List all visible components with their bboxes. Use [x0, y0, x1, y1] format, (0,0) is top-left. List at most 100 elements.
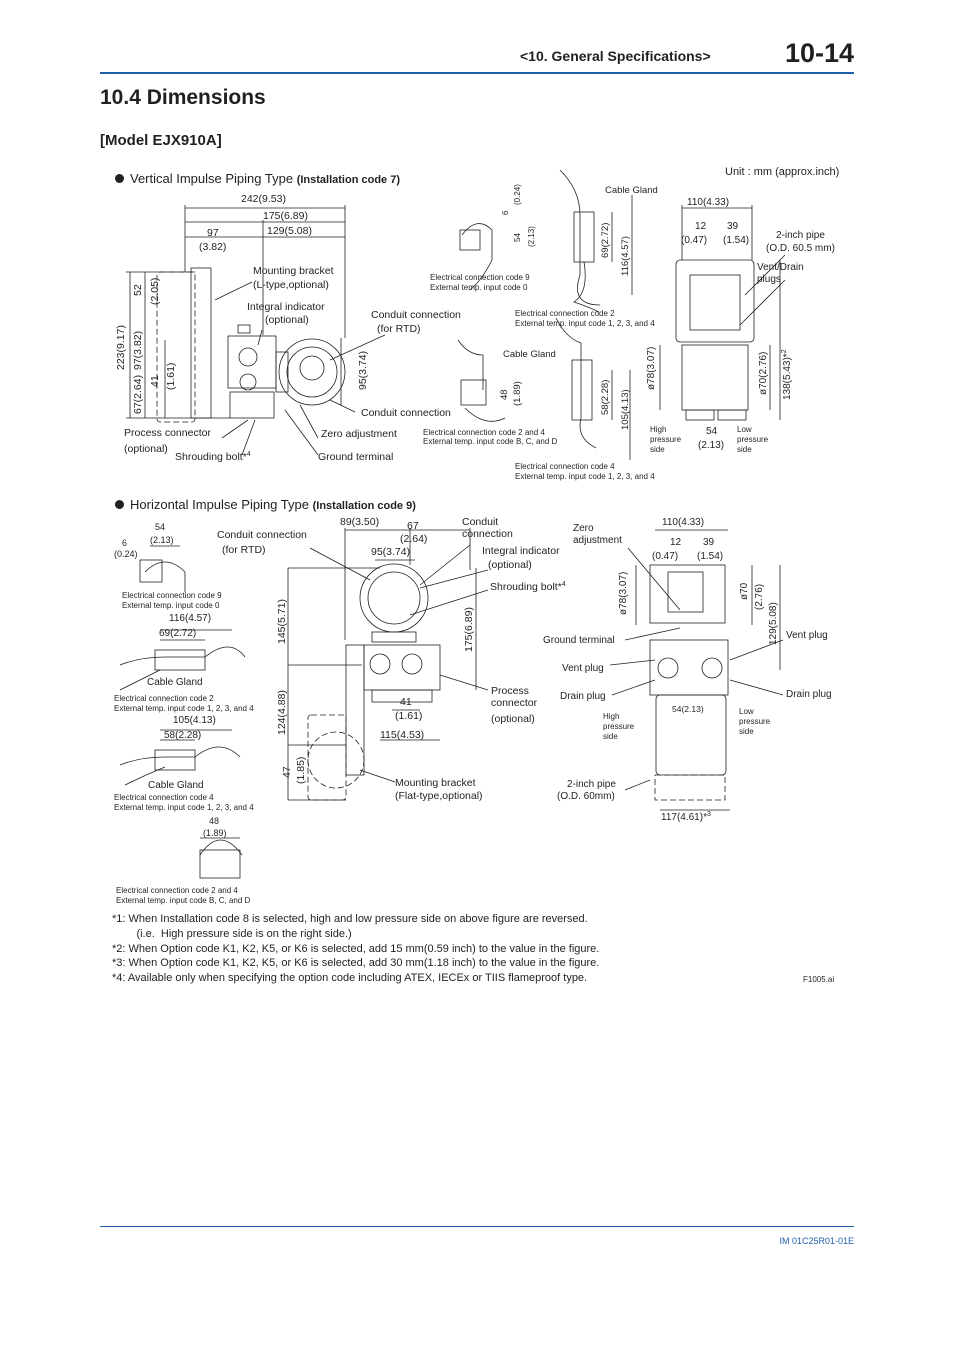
dim-label: 223(9.17)	[115, 325, 127, 370]
dim-label: 145(5.71)	[276, 599, 288, 644]
section-header: <10. General Specifications>	[520, 48, 711, 64]
cable-gland-label: Cable Gland	[605, 185, 658, 196]
side-note: pressure	[739, 717, 771, 726]
callout-label: (optional)	[124, 443, 168, 455]
callout-label: Zero	[573, 523, 594, 534]
dim-label: 41	[400, 696, 412, 708]
dim-label: (0.47)	[652, 551, 678, 562]
dim-label: 97	[207, 227, 219, 239]
dim-label: (1.54)	[697, 551, 723, 562]
dim-label: 138(5.43)*2	[781, 349, 793, 400]
callout-label: Vent plug	[562, 663, 604, 674]
figure-id: F1005.ai	[803, 975, 835, 984]
callout-label: Zero adjustment	[321, 428, 397, 440]
side-note: High	[603, 712, 619, 721]
detail-caption: Electrical connection code 2 and 4	[116, 886, 238, 895]
callout-label: (Flat-type,optional)	[395, 790, 483, 802]
shrouding-bolt-text: Shrouding bolt*	[490, 581, 562, 593]
dim-label: 48	[499, 389, 510, 400]
detail-caption: External temp. input code B, C, and D	[423, 437, 558, 446]
horizontal-type-code: (Installation code 9)	[312, 500, 416, 512]
dim-label: 54	[706, 426, 718, 437]
shrouding-bolt-text: Shrouding bolt*	[175, 451, 247, 463]
dim-label: 12	[695, 221, 707, 232]
dim-label: 117(4.61)*3	[661, 811, 711, 823]
side-note: pressure	[737, 435, 769, 444]
dim-label: ø78(3.07)	[646, 347, 657, 390]
page-number: 10-14	[784, 38, 854, 68]
footnote: (i.e. High pressure side is on the right…	[112, 927, 352, 940]
callout-label: Conduit	[462, 516, 498, 528]
callout-label: Integral indicator	[247, 301, 325, 313]
header-rule	[100, 72, 854, 74]
callout-label: Ground terminal	[543, 635, 615, 646]
horizontal-type-title: Horizontal Impulse Piping Type	[130, 497, 309, 512]
dim-label: 69(2.72)	[600, 223, 611, 258]
dim-label: (2.64)	[400, 533, 427, 545]
dim-label: 54(2.13)	[672, 704, 704, 714]
callout-label: (L-type,optional)	[253, 279, 329, 291]
dim-label: 124(4.88)	[276, 690, 288, 735]
side-note: pressure	[603, 722, 635, 731]
bullet-icon	[115, 174, 124, 184]
horizontal-type-heading: Horizontal Impulse Piping Type (Installa…	[115, 497, 416, 512]
dim-label: 110(4.33)	[687, 197, 729, 208]
cable-gland-label: Cable Gland	[147, 677, 203, 688]
dim-label: 58(2.28)	[600, 380, 611, 415]
dim-label: (2.76)	[754, 584, 765, 610]
dim-text: 117(4.61)*	[661, 812, 707, 823]
footnote: *2: When Option code K1, K2, K5, or K6 i…	[112, 942, 600, 955]
detail-caption: External temp. input code 1, 2, 3, and 4	[515, 472, 655, 481]
dim-label: 47	[281, 766, 293, 778]
dim-label: 39	[703, 537, 715, 548]
dim-label: (1.89)	[203, 828, 227, 838]
horizontal-side-view	[609, 529, 784, 811]
dim-label: 175(6.89)	[263, 210, 308, 222]
dim-label: 242(9.53)	[241, 193, 286, 205]
dim-label: 116(4.57)	[169, 613, 211, 624]
document-id: IM 01C25R01-01E	[779, 1236, 854, 1246]
detail-caption: Electrical connection code 4	[515, 462, 615, 471]
callout-label: Mounting bracket	[253, 265, 334, 277]
callout-label: Shrouding bolt*4	[490, 581, 566, 593]
dim-label: 116(4.57)	[620, 236, 631, 276]
callout-label: Integral indicator	[482, 545, 560, 557]
dim-label: 41	[149, 375, 161, 387]
cable-gland-label: Cable Gland	[148, 780, 204, 791]
dim-label: 105(4.13)	[620, 389, 631, 430]
dim-label: 6	[501, 210, 510, 215]
side-note: side	[650, 445, 665, 454]
dim-label: (3.82)	[199, 241, 226, 253]
dim-label: 69(2.72)	[159, 628, 196, 639]
dim-label: (0.24)	[513, 184, 522, 205]
dim-label: 105(4.13)	[173, 715, 216, 726]
callout-label: Vent/Drain	[757, 262, 804, 273]
dim-label: (1.61)	[165, 363, 177, 390]
dim-label: 115(4.53)	[380, 729, 424, 741]
callout-label: connection	[462, 528, 513, 540]
side-note: side	[737, 445, 752, 454]
footnotes: *1: When Installation code 8 is selected…	[112, 912, 599, 986]
vertical-type-heading: Vertical Impulse Piping Type (Installati…	[115, 171, 400, 186]
dim-label: 54	[155, 522, 165, 532]
callout-label: 2-inch pipe	[776, 230, 825, 241]
dim-label: (1.61)	[395, 710, 422, 722]
detail-caption: External temp. input code 0	[122, 601, 220, 610]
vertical-front-view	[126, 205, 386, 456]
callout-label: Process connector	[124, 427, 211, 439]
dim-label: 175(6.89)	[463, 607, 475, 652]
cable-gland-label: Cable Gland	[503, 349, 556, 360]
dim-label: 67(2.64)	[132, 375, 144, 414]
dim-label: 67	[407, 520, 419, 532]
detail-caption: External temp. input code 0	[430, 283, 528, 292]
callout-label: plugs	[757, 274, 781, 285]
footnote-ref: 4	[562, 581, 566, 588]
detail-caption: External temp. input code 1, 2, 3, and 4	[114, 803, 254, 812]
dim-label: (0.47)	[681, 235, 707, 246]
dim-label: (1.89)	[512, 381, 523, 406]
unit-note: Unit : mm (approx.inch)	[725, 166, 840, 178]
side-note: Low	[739, 707, 754, 716]
dim-label: 58(2.28)	[164, 730, 201, 741]
dim-label: (1.54)	[723, 235, 749, 246]
